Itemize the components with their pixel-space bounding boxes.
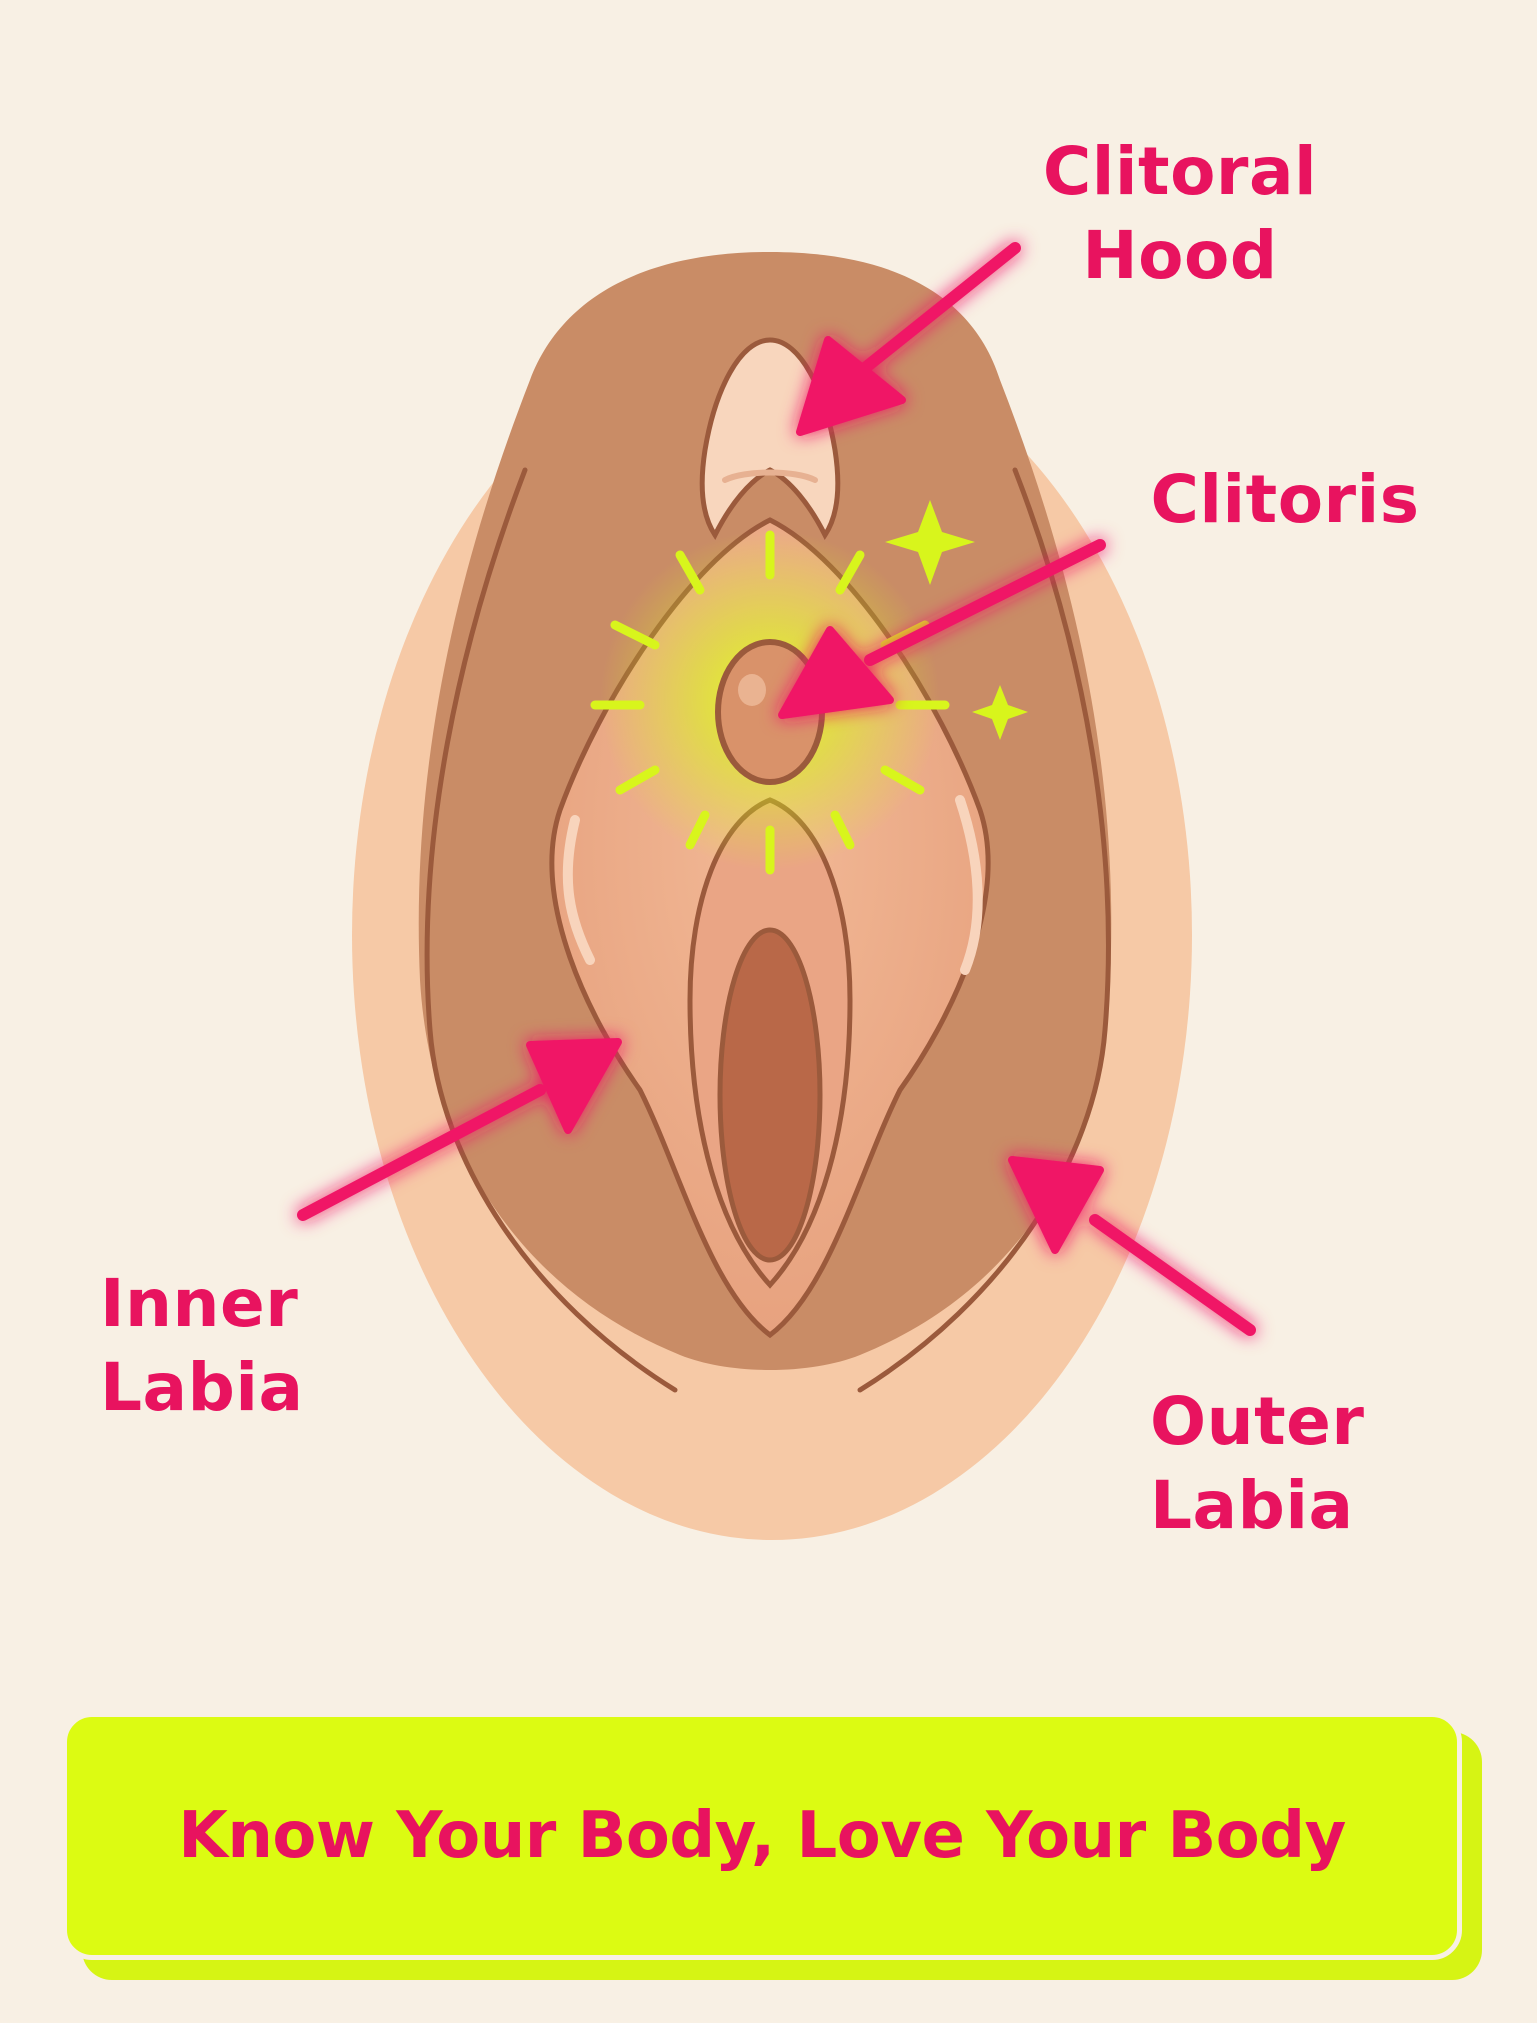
label-inner-labia-line-1: Inner	[100, 1265, 299, 1342]
slogan-text: Know Your Body, Love Your Body	[178, 1799, 1346, 1873]
sparkle-large-icon	[885, 500, 975, 585]
arrow-inner-labia-head	[526, 1038, 622, 1134]
opening-shape	[717, 927, 823, 1263]
clitoris-highlight	[738, 674, 766, 706]
slogan-banner: Know Your Body, Love Your Body	[62, 1712, 1462, 1960]
label-clitoris: Clitoris	[1120, 455, 1450, 545]
inner-labia-left-highlight	[562, 815, 595, 965]
arrow-clitoral-hood-shaft	[844, 242, 1021, 386]
arrow-clitoral-hood-head	[796, 336, 906, 436]
arrow-clitoris-head	[778, 626, 894, 719]
outer-labia-right-outline	[857, 467, 1111, 1393]
arrow-inner-labia-shaft	[297, 1084, 546, 1221]
label-inner-labia-line-2: Labia	[100, 1349, 304, 1426]
label-clitoral-hood-line-2: Hood	[1082, 217, 1278, 294]
sparkle-small-icon	[972, 685, 1028, 740]
label-outer-labia-line-1: Outer	[1150, 1383, 1365, 1460]
label-clitoral-hood: Clitoral Hood	[1000, 130, 1360, 298]
glow-rays	[590, 530, 950, 875]
label-clitoris-text: Clitoris	[1150, 461, 1420, 538]
clitoral-hood-inner-line	[722, 469, 818, 483]
arrow-outer-labia-head	[1008, 1156, 1104, 1254]
outer-labia-left-outline	[424, 467, 678, 1393]
label-clitoral-hood-line-1: Clitoral	[1042, 133, 1318, 210]
label-outer-labia: Outer Labia	[1150, 1380, 1450, 1548]
inner-labia-right-highlight	[955, 795, 983, 975]
label-outer-labia-line-2: Labia	[1150, 1467, 1354, 1544]
label-inner-labia: Inner Labia	[100, 1262, 400, 1430]
arrows	[297, 242, 1256, 1336]
arrow-outer-labia-shaft	[1089, 1214, 1256, 1336]
arrow-clitoris-shaft	[864, 539, 1106, 666]
